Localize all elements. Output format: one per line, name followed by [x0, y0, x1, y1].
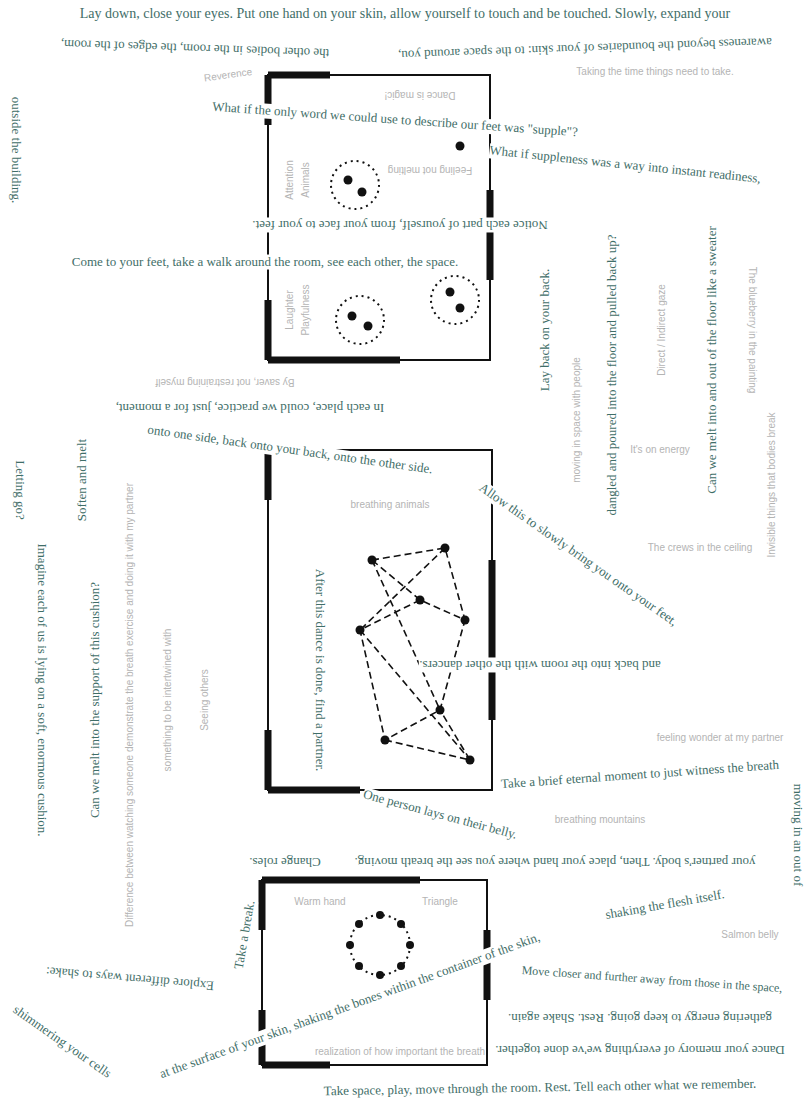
margin-note: Dance is magic! [384, 89, 455, 101]
margin-note: Direct / Indirect gaze [656, 284, 668, 376]
score-text: Lay down, close your eyes. Put one hand … [80, 6, 730, 22]
score-text: After this dance is done, find a partner… [313, 569, 328, 772]
margin-note: Attention [284, 160, 296, 199]
score-text: One person lays on their belly. [361, 787, 518, 843]
score-text: What if suppleness was a way into instan… [489, 143, 762, 186]
dancer-dots [356, 544, 475, 765]
score-text: Notice each part of yourself, from your … [252, 218, 547, 233]
score-text: shimmering your cells [10, 1003, 114, 1082]
margin-note: It's on energy [630, 444, 690, 456]
margin-note: The crews in the ceiling [648, 542, 753, 554]
score-text: Dance your memory of everything we've do… [495, 1043, 785, 1058]
score-text: Take a brief eternal moment to just witn… [500, 758, 779, 792]
score-text: awareness beyond the boundaries of your … [398, 34, 772, 62]
margin-note: moving in space with people [571, 357, 583, 483]
gaze-lines [360, 548, 470, 760]
score-text: dangled and poured into the floor and pu… [605, 234, 620, 515]
score-text: Change roles. [249, 855, 320, 870]
score-text: and back into the room with the other da… [419, 658, 661, 673]
score-text: Allow this to slowly bring you onto your… [476, 480, 680, 629]
score-text: Imagine each of us is lying on a soft, e… [35, 543, 50, 836]
margin-note: something to be intertwined with [162, 629, 174, 772]
score-text: at the surface of your skin, shaking the… [158, 930, 542, 1082]
score-text: Can we melt into the support of this cus… [88, 582, 103, 818]
score-text: What if the only word we could use to de… [212, 100, 578, 140]
score-text: Explore different ways to shake: [45, 963, 214, 993]
margin-note: Taking the time things need to take. [576, 66, 733, 78]
margin-note: Salmon belly [721, 929, 778, 941]
margin-note: Warm hand [294, 896, 345, 908]
score-text: the other bodies in the room, the edges … [61, 36, 330, 60]
frame [268, 450, 492, 790]
margin-note: feeling wonder at my partner [657, 732, 784, 744]
score-text: Come to your feet, take a walk around th… [72, 255, 458, 270]
margin-note: realization of how important the breath [315, 1046, 485, 1058]
score-text: Letting go? [13, 460, 28, 520]
score-text: Move closer and further away from those … [521, 964, 783, 996]
margin-note: Playfulness [300, 284, 312, 335]
margin-note: Animals [300, 162, 312, 198]
score-text: shaking the flesh itself. [604, 887, 725, 923]
margin-note: breathing animals [351, 499, 430, 511]
frame-tape [268, 450, 492, 790]
score-text: In each place, could we practice, just f… [116, 401, 385, 416]
margin-note: Triangle [422, 896, 458, 908]
score-text: Soften and melt [75, 439, 90, 521]
group-circles [331, 161, 479, 344]
score-text: moving in an out of [791, 784, 806, 887]
margin-note: breathing mountains [555, 814, 646, 826]
score-text: Take a break. [232, 899, 259, 970]
margin-note: By saver, not restraining myself [156, 376, 295, 388]
score-text: Lay back on your back. [538, 269, 553, 391]
score-text: Can we melt into and out of the floor li… [705, 226, 720, 494]
margin-note: Feeling not melting [388, 164, 473, 176]
margin-note: The blueberry in the painting [746, 267, 758, 394]
margin-note: Reverence [203, 66, 252, 84]
margin-note: Difference between watching someone demo… [124, 483, 136, 927]
score-text: outside the building. [9, 97, 24, 204]
score-text: gathering energy to keep going. Rest. Sh… [508, 1011, 772, 1026]
margin-note: Seeing others [199, 669, 211, 731]
score-text: your partner's body. Then, place your ha… [355, 855, 756, 870]
margin-note: Invisible things that bodies break [766, 412, 778, 557]
score-text: Take space, play, move through the room.… [324, 1077, 757, 1099]
score-text: onto one side, back onto your back, onto… [146, 423, 433, 478]
margin-note: Laughter [284, 290, 296, 329]
shake-circle [346, 911, 414, 979]
